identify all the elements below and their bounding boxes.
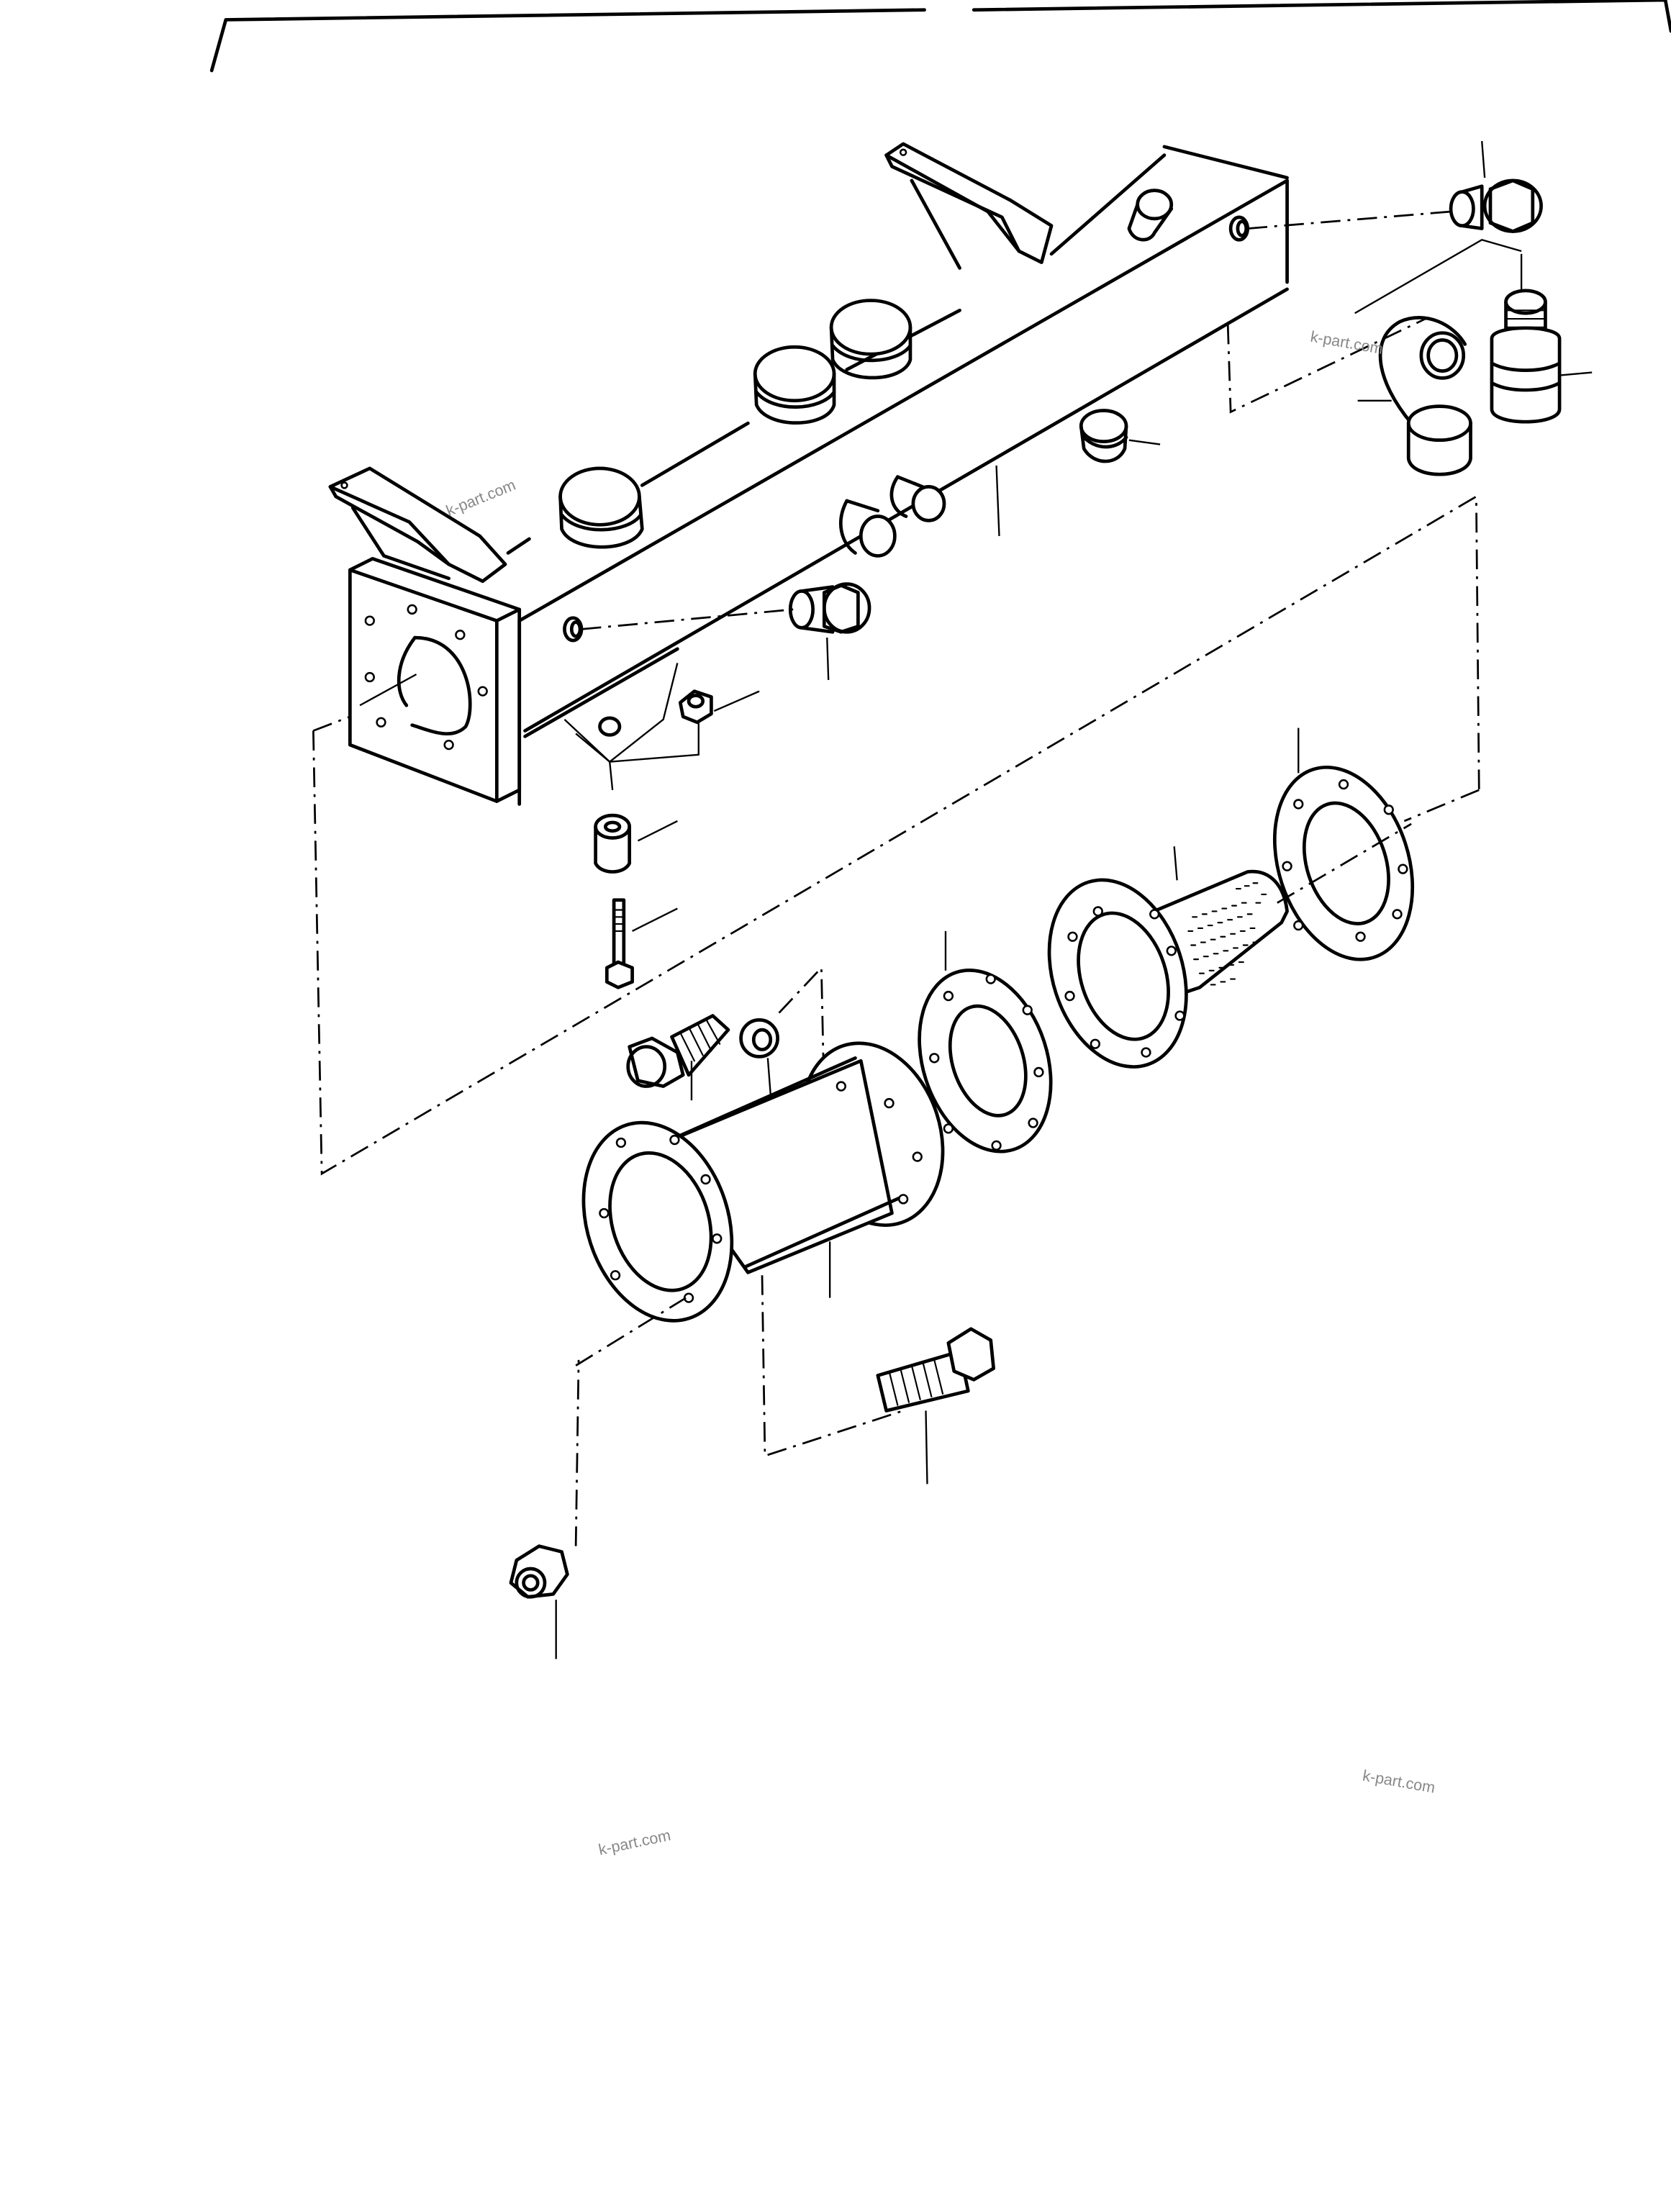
mounting-bracket-right [884,142,1054,270]
leader-lines-top-right [995,239,1522,537]
watermark-1: k-part.com [443,476,518,520]
watermark-3: k-part.com [1362,1766,1437,1796]
small-plug [1079,409,1161,463]
beam-port-left [563,616,584,643]
sealing-cap-3 [829,299,913,380]
beam-port-right [1228,215,1250,242]
gasket-2 [1272,727,1415,961]
page-frame [209,0,1671,73]
hex-nut-small [678,689,760,725]
top-boss [1127,189,1174,242]
stud-bolt [604,898,678,989]
pipe-nipple-1 [839,499,897,558]
sealing-cap-1 [558,466,644,549]
double-flanged-pipe [575,1041,945,1366]
tethered-dust-cap [1357,316,1472,476]
mounting-bracket-left [328,466,507,584]
frame-beam [348,145,1289,806]
perforated-strainer [1047,846,1289,1069]
o-ring [563,663,699,790]
gasket-1 [918,930,1053,1153]
hex-bolt [626,1014,730,1101]
lock-nut [509,1359,580,1659]
assembly-outline [312,494,1480,1176]
watermark-4: k-part.com [597,1826,672,1859]
spacer-sleeve [594,813,678,874]
sealing-cap-2 [753,345,836,425]
hex-plug-middle [581,582,871,680]
hex-plug-top [1247,140,1543,233]
pipe-nipple-2 [889,475,946,522]
threaded-adapter [1490,253,1593,424]
watermark-2: k-part.com [1309,327,1385,358]
perforations [1187,882,1267,986]
flange-bolt [761,1275,996,1485]
